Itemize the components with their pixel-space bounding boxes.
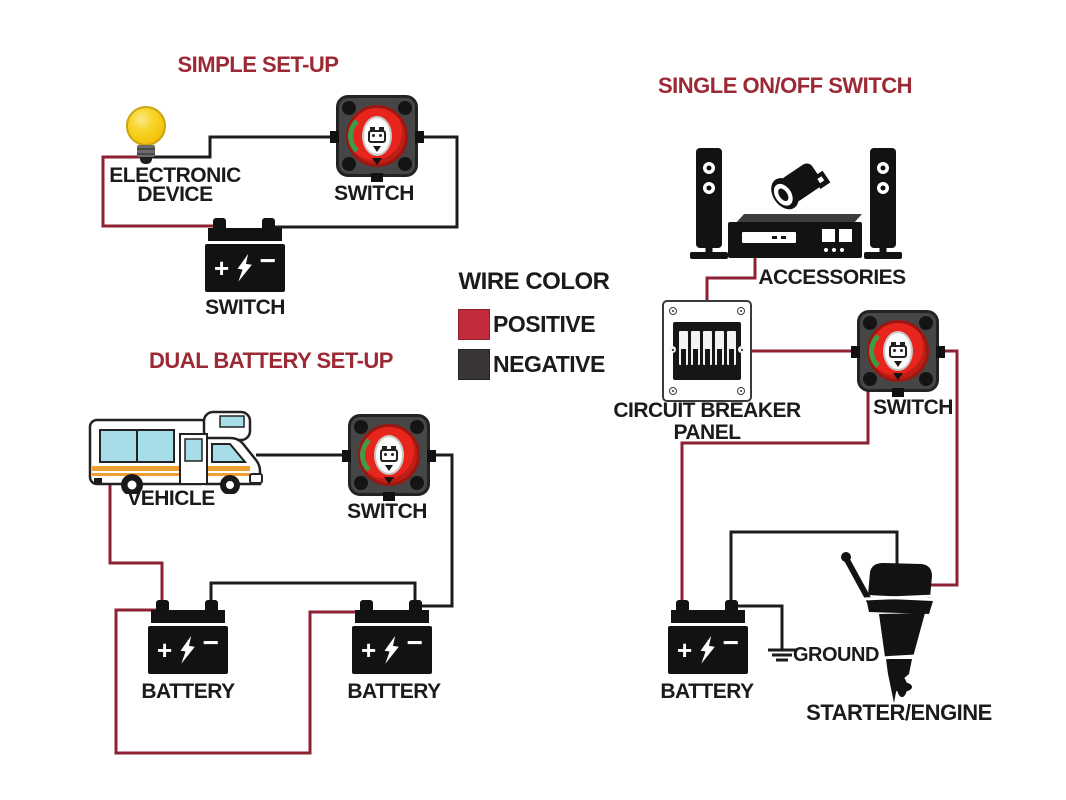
spotlight-icon bbox=[771, 163, 831, 210]
legend-title: WIRE COLOR bbox=[458, 268, 611, 295]
negative-wire-battery1-to-battery2 bbox=[209, 581, 417, 602]
legend-row-negative: NEGATIVE bbox=[458, 349, 605, 380]
battery-icon: + − bbox=[668, 600, 748, 674]
positive-wire-vehicle-to-battery1 bbox=[108, 474, 164, 602]
battery-switch-icon bbox=[330, 95, 424, 182]
battery-plus-symbol: + bbox=[361, 635, 377, 665]
speaker-icon bbox=[690, 148, 728, 259]
switch-on-indicator bbox=[360, 431, 410, 479]
positive-wire-battery1-to-battery2 bbox=[114, 608, 362, 755]
positive-color-swatch bbox=[458, 309, 490, 340]
vehicle-label: VEHICLE bbox=[127, 487, 215, 510]
switch2-label: SWITCH bbox=[347, 500, 427, 523]
positive-wire-bulb-to-battery bbox=[101, 155, 219, 228]
dual-battery1-label: BATTERY bbox=[141, 680, 235, 703]
circuit-breaker-panel-icon bbox=[662, 300, 752, 402]
negative-color-swatch bbox=[458, 349, 490, 380]
ground-symbol-icon bbox=[768, 648, 796, 662]
switch-knob bbox=[358, 424, 420, 486]
switch-knob bbox=[346, 105, 408, 167]
lightning-bolt-icon bbox=[700, 635, 715, 664]
negative-wire-bulb-to-switch bbox=[152, 135, 338, 159]
legend-positive-label: POSITIVE bbox=[493, 311, 596, 337]
electronic-device-label-line2: DEVICE bbox=[137, 183, 213, 206]
battery-plus-symbol: + bbox=[157, 635, 173, 665]
negative-wire-switch-to-battery2 bbox=[417, 453, 454, 608]
battery-plus-symbol: + bbox=[214, 253, 230, 283]
battery-icon: + − bbox=[352, 600, 432, 674]
positive-wire-stereo-to-panel bbox=[705, 258, 757, 301]
battery-minus-symbol: − bbox=[722, 627, 739, 658]
breaker-label-line1: CIRCUIT BREAKER bbox=[613, 399, 801, 422]
circuit-breaker-panel-label: CIRCUIT BREAKER PANEL bbox=[613, 399, 801, 444]
electronic-device-label-line1: ELECTRONIC bbox=[109, 164, 241, 187]
switch-on-indicator bbox=[869, 327, 919, 375]
battery-icon: + − bbox=[148, 600, 228, 674]
positive-wire-switch-to-engine bbox=[930, 349, 959, 587]
negative-wire-battery-to-ground bbox=[731, 604, 784, 650]
switch-knob bbox=[867, 320, 929, 382]
electronic-device-label: ELECTRONIC DEVICE bbox=[109, 164, 241, 206]
rv-vehicle-icon bbox=[88, 410, 263, 494]
battery-switch-icon bbox=[851, 310, 945, 397]
ground-label: GROUND bbox=[793, 644, 879, 666]
outboard-engine-icon bbox=[841, 552, 937, 703]
battery-plus-symbol: + bbox=[677, 635, 693, 665]
single-battery-label: BATTERY bbox=[660, 680, 754, 703]
lightning-bolt-icon bbox=[180, 635, 195, 664]
lightning-bolt-icon bbox=[237, 253, 252, 282]
lightning-bolt-icon bbox=[384, 635, 399, 664]
starter-engine-label: STARTER/ENGINE bbox=[806, 700, 992, 725]
breaker-label-line2: PANEL bbox=[673, 421, 741, 444]
dual-battery2-label: BATTERY bbox=[347, 680, 441, 703]
switch-on-indicator bbox=[348, 112, 398, 160]
legend-negative-label: NEGATIVE bbox=[493, 351, 605, 377]
accessories-label: ACCESSORIES bbox=[758, 266, 906, 289]
battery-minus-symbol: − bbox=[202, 627, 219, 658]
switch1-label: SWITCH bbox=[334, 182, 414, 205]
simple-battery-label: SWITCH bbox=[205, 296, 285, 319]
section-title-single: SINGLE ON/OFF SWITCH bbox=[658, 73, 913, 98]
battery-icon: + − bbox=[205, 218, 285, 292]
speaker-icon bbox=[864, 148, 902, 259]
section-title-dual: DUAL BATTERY SET-UP bbox=[149, 348, 393, 373]
battery-minus-symbol: − bbox=[259, 245, 276, 276]
battery-switch-icon bbox=[342, 414, 436, 501]
switch3-label: SWITCH bbox=[873, 396, 953, 419]
positive-wire-switch-to-battery bbox=[680, 390, 870, 602]
battery-minus-symbol: − bbox=[406, 627, 423, 658]
section-title-simple: SIMPLE SET-UP bbox=[177, 52, 339, 77]
legend-row-positive: POSITIVE bbox=[458, 309, 596, 340]
negative-wire-battery-to-engine bbox=[729, 530, 899, 602]
negative-wire-switch-to-battery bbox=[270, 135, 459, 229]
stereo-receiver-icon bbox=[728, 214, 863, 258]
